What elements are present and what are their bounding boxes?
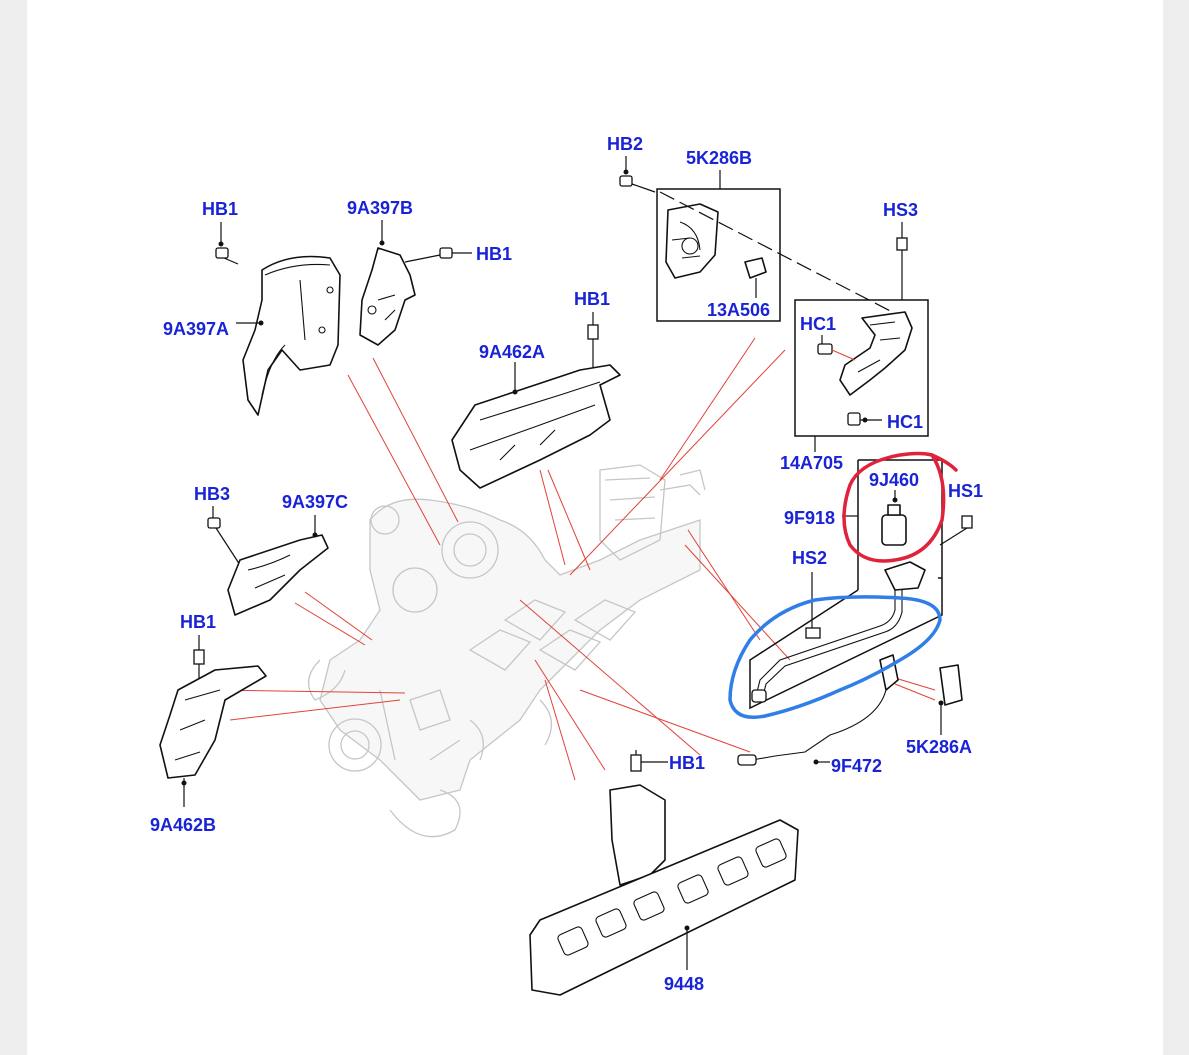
part-5k286b-group (619, 156, 901, 322)
label-hb1-bracket-right: HB1 (476, 244, 513, 264)
part-9448-group (529, 750, 799, 996)
label-5k286b: 5K286B (686, 148, 753, 168)
label-hc1-lower: HC1 (887, 412, 924, 432)
label-9a462a: 9A462A (479, 342, 546, 362)
label-13a506: 13A506 (707, 300, 771, 320)
label-9a397a: 9A397A (163, 319, 230, 339)
label-9f472: 9F472 (831, 756, 883, 776)
part-9a397c-group (207, 506, 329, 616)
label-hb1-lower-left: HB1 (180, 612, 217, 632)
label-5k286a: 5K286A (906, 737, 973, 757)
callout-lines (214, 337, 936, 781)
label-hb2: HB2 (607, 134, 644, 154)
label-9a397b: 9A397B (347, 198, 414, 218)
label-9448: 9448 (664, 974, 705, 994)
label-14a705: 14A705 (780, 453, 844, 473)
label-hc1-upper: HC1 (800, 314, 837, 334)
label-9j460: 9J460 (869, 470, 920, 490)
label-hb1-top-left: HB1 (202, 199, 239, 219)
engine-assembly-ghost (308, 464, 706, 838)
label-9a397c: 9A397C (282, 492, 349, 512)
label-hb1-mid: HB1 (574, 289, 611, 309)
label-9a462b: 9A462B (150, 815, 217, 835)
label-9f918: 9F918 (784, 508, 836, 528)
label-hs2: HS2 (792, 548, 828, 568)
part-9a462b-group (159, 635, 267, 807)
part-9a397a-group (215, 222, 341, 416)
label-hs1: HS1 (948, 481, 984, 501)
part-14a705-group (794, 222, 929, 452)
label-hb1-manifold: HB1 (669, 753, 706, 773)
part-9a397b-group (359, 220, 472, 346)
label-hs3: HS3 (883, 200, 919, 220)
red-circle-markup (842, 451, 958, 563)
blue-loop-markup (728, 595, 942, 719)
label-hb3: HB3 (194, 484, 231, 504)
part-9a462a-group (451, 312, 621, 489)
part-9f918-group (749, 459, 973, 710)
